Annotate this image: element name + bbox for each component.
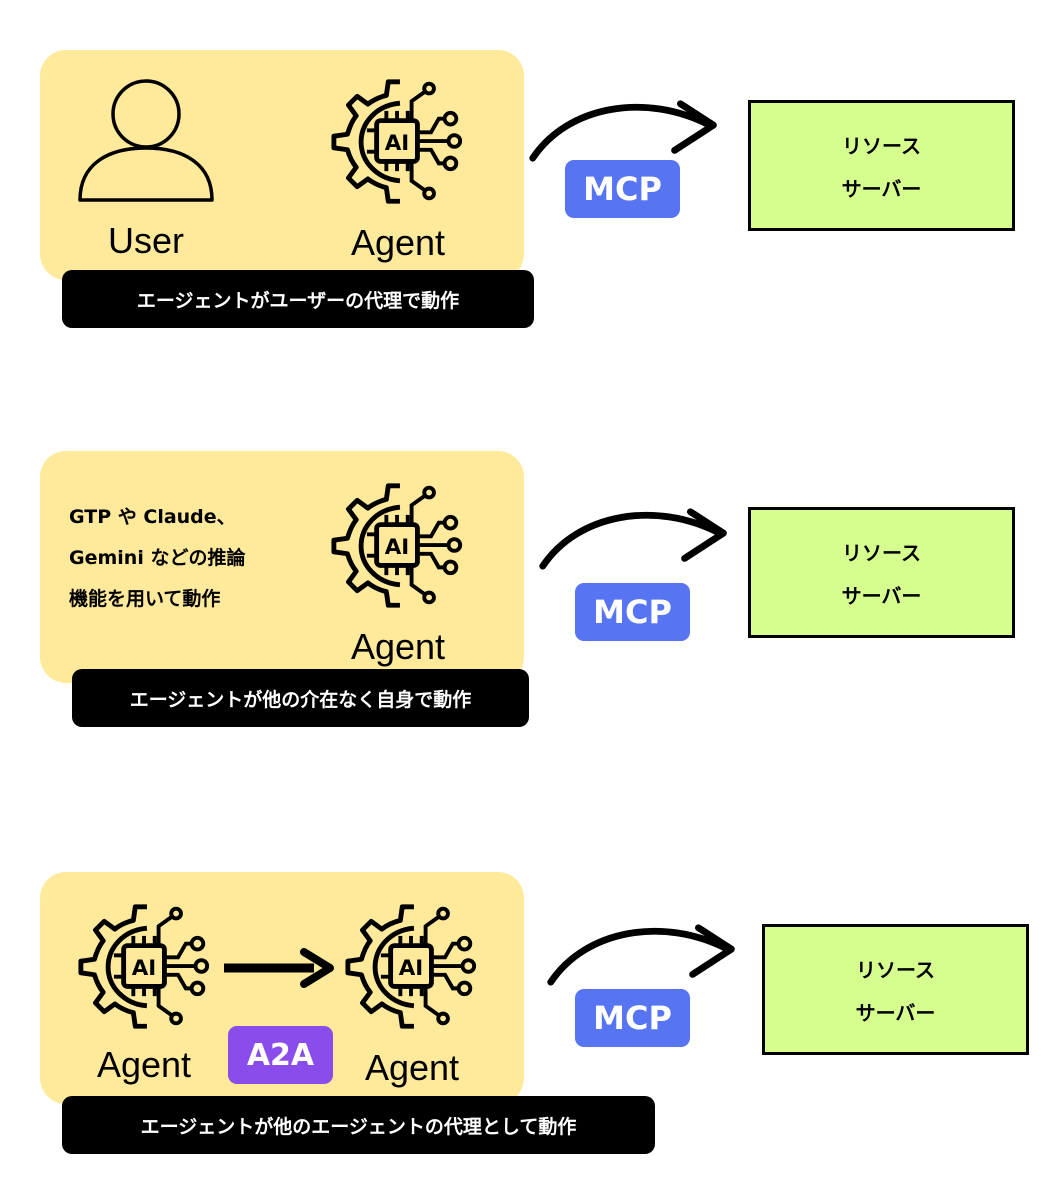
person-icon <box>78 79 214 202</box>
curved-arrow-icon <box>546 920 742 988</box>
ai-gear-icon <box>344 899 480 1035</box>
desc-line1: GTP や Claude、 <box>69 506 236 528</box>
ai-gear-icon <box>77 899 213 1035</box>
server-line2: サーバー <box>841 176 922 201</box>
server-line2: サーバー <box>855 1000 936 1025</box>
agent-label-1: Agent <box>96 1044 192 1085</box>
server-line1: リソース <box>842 540 921 565</box>
arrow-right-icon <box>224 948 334 988</box>
resource-server-box: リソース サーバー <box>762 924 1029 1055</box>
agent-description: GTP や Claude、 Gemini などの推論 機能を用いて動作 <box>69 497 245 620</box>
agent-label-2: Agent <box>364 1047 460 1088</box>
caption: エージェントがユーザーの代理で動作 <box>62 270 534 328</box>
a2a-badge: A2A <box>228 1026 333 1084</box>
caption: エージェントが他の介在なく自身で動作 <box>72 669 529 727</box>
agent-label: Agent <box>350 222 446 263</box>
mcp-badge: MCP <box>565 160 680 218</box>
server-line1: リソース <box>856 957 935 982</box>
desc-line2: Gemini などの推論 <box>69 547 246 569</box>
server-line1: リソース <box>842 133 921 158</box>
user-label: User <box>107 220 184 261</box>
mcp-badge: MCP <box>575 989 690 1047</box>
desc-line3: 機能を用いて動作 <box>69 588 221 610</box>
resource-server-box: リソース サーバー <box>748 100 1015 231</box>
section-user-agent: User Agent エージェントがユーザーの代理で動作 MCP リソース サー… <box>0 0 1050 340</box>
caption: エージェントが他のエージェントの代理として動作 <box>62 1096 655 1154</box>
resource-server-box: リソース サーバー <box>748 507 1015 638</box>
section-autonomous-agent: GTP や Claude、 Gemini などの推論 機能を用いて動作 Agen… <box>40 451 1015 727</box>
server-line2: サーバー <box>841 583 922 608</box>
agent-label: Agent <box>350 626 446 667</box>
mcp-badge: MCP <box>575 583 690 641</box>
